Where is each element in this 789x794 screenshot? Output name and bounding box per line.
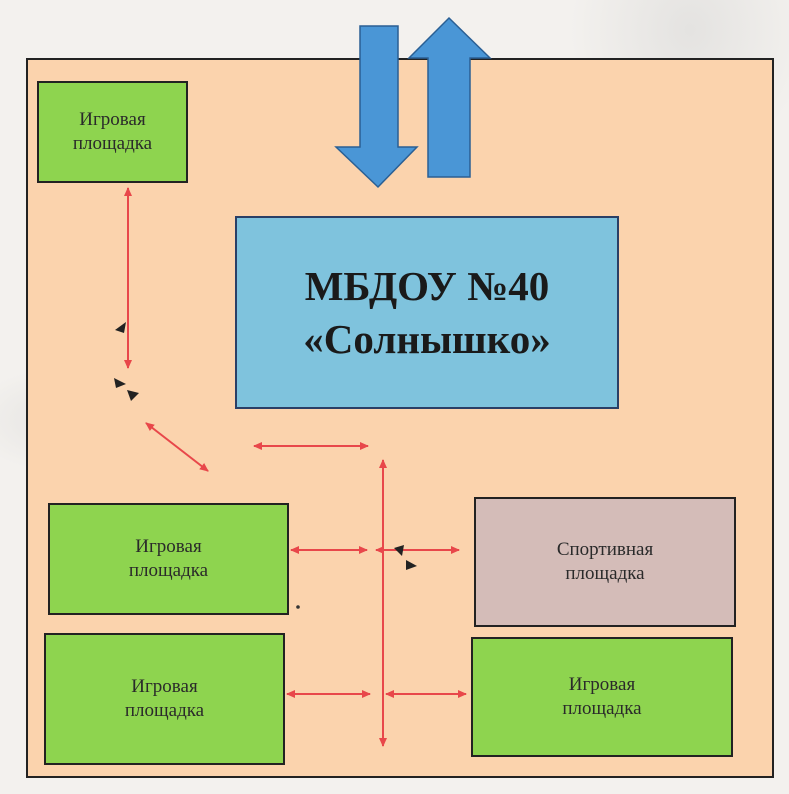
marker-triangle-2 xyxy=(114,378,126,388)
playground-top-left: Игровая площадка xyxy=(37,81,188,183)
marker-triangle-1 xyxy=(115,322,126,333)
playground-bottom-right-label: Игровая площадка xyxy=(562,674,642,719)
main-building-title: МБДОУ №40 «Солнышко» xyxy=(303,263,551,362)
playground-middle-left-label: Игровая площадка xyxy=(128,536,209,581)
marker-triangle-5 xyxy=(406,560,417,570)
playground-middle-left: Игровая площадка xyxy=(48,503,289,615)
sports-ground-label: Спортивная площадка xyxy=(556,539,654,584)
entrance-arrow-down xyxy=(334,25,419,189)
sports-ground: Спортивная площадка xyxy=(474,497,736,627)
exit-arrow-up xyxy=(407,16,492,178)
playground-top-left-label: Игровая площадка xyxy=(72,109,153,154)
main-building: МБДОУ №40 «Солнышко» xyxy=(235,216,619,409)
path-arrow-diagonal xyxy=(145,422,209,472)
playground-bottom-left-label: Игровая площадка xyxy=(124,676,205,721)
marker-triangle-4 xyxy=(394,545,404,556)
playground-bottom-left: Игровая площадка xyxy=(44,633,285,765)
playground-bottom-right: Игровая площадка xyxy=(471,637,733,757)
marker-triangle-3 xyxy=(127,390,139,401)
marker-dot xyxy=(296,605,300,609)
